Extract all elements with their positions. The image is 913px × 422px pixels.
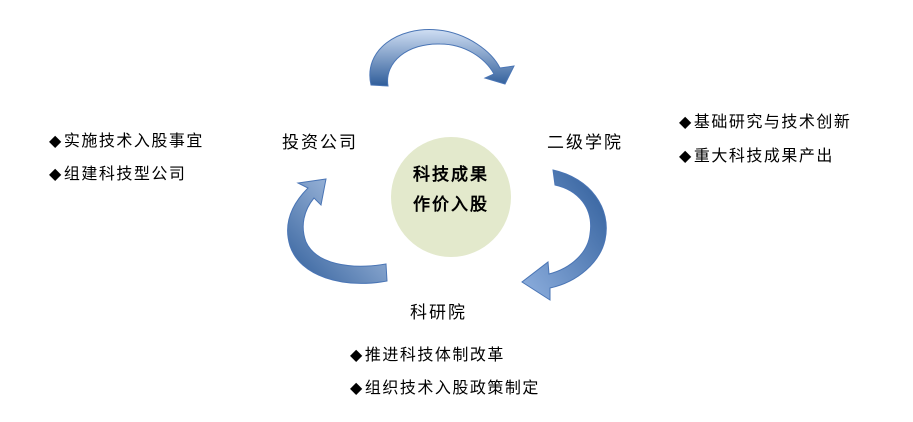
bullet-item: ◆组织技术入股政策制定: [350, 378, 540, 398]
bullet-item: ◆推进科技体制改革: [350, 345, 505, 365]
bullet-item: ◆基础研究与技术创新: [679, 112, 851, 132]
bullet-item: ◆组建科技型公司: [49, 164, 186, 184]
bullet-item: ◆实施技术入股事宜: [49, 131, 204, 151]
arrow-right: [521, 169, 607, 301]
diamond-bullet-icon: ◆: [49, 164, 63, 183]
center-circle: [391, 137, 511, 257]
node-secondary-college: 二级学院: [547, 133, 623, 153]
bullet-text: 组建科技型公司: [63, 164, 187, 183]
bullet-text: 实施技术入股事宜: [63, 131, 204, 150]
diamond-bullet-icon: ◆: [679, 112, 693, 131]
center-label-line1: 科技成果: [413, 165, 489, 185]
center-label: 科技成果 作价入股: [391, 160, 511, 220]
node-investment-company: 投资公司: [282, 133, 358, 153]
bullet-text: 组织技术入股政策制定: [364, 378, 540, 397]
bullet-text: 推进科技体制改革: [364, 345, 505, 364]
node-research-institute: 科研院: [410, 303, 467, 323]
diamond-bullet-icon: ◆: [679, 146, 693, 165]
arrow-left: [287, 178, 388, 284]
diamond-bullet-icon: ◆: [350, 345, 364, 364]
diamond-bullet-icon: ◆: [350, 378, 364, 397]
bullet-item: ◆重大科技成果产出: [679, 146, 834, 166]
center-label-line2: 作价入股: [413, 195, 489, 215]
arrow-top: [369, 29, 515, 87]
bullet-text: 重大科技成果产出: [693, 146, 834, 165]
diamond-bullet-icon: ◆: [49, 131, 63, 150]
bullet-text: 基础研究与技术创新: [693, 112, 852, 131]
